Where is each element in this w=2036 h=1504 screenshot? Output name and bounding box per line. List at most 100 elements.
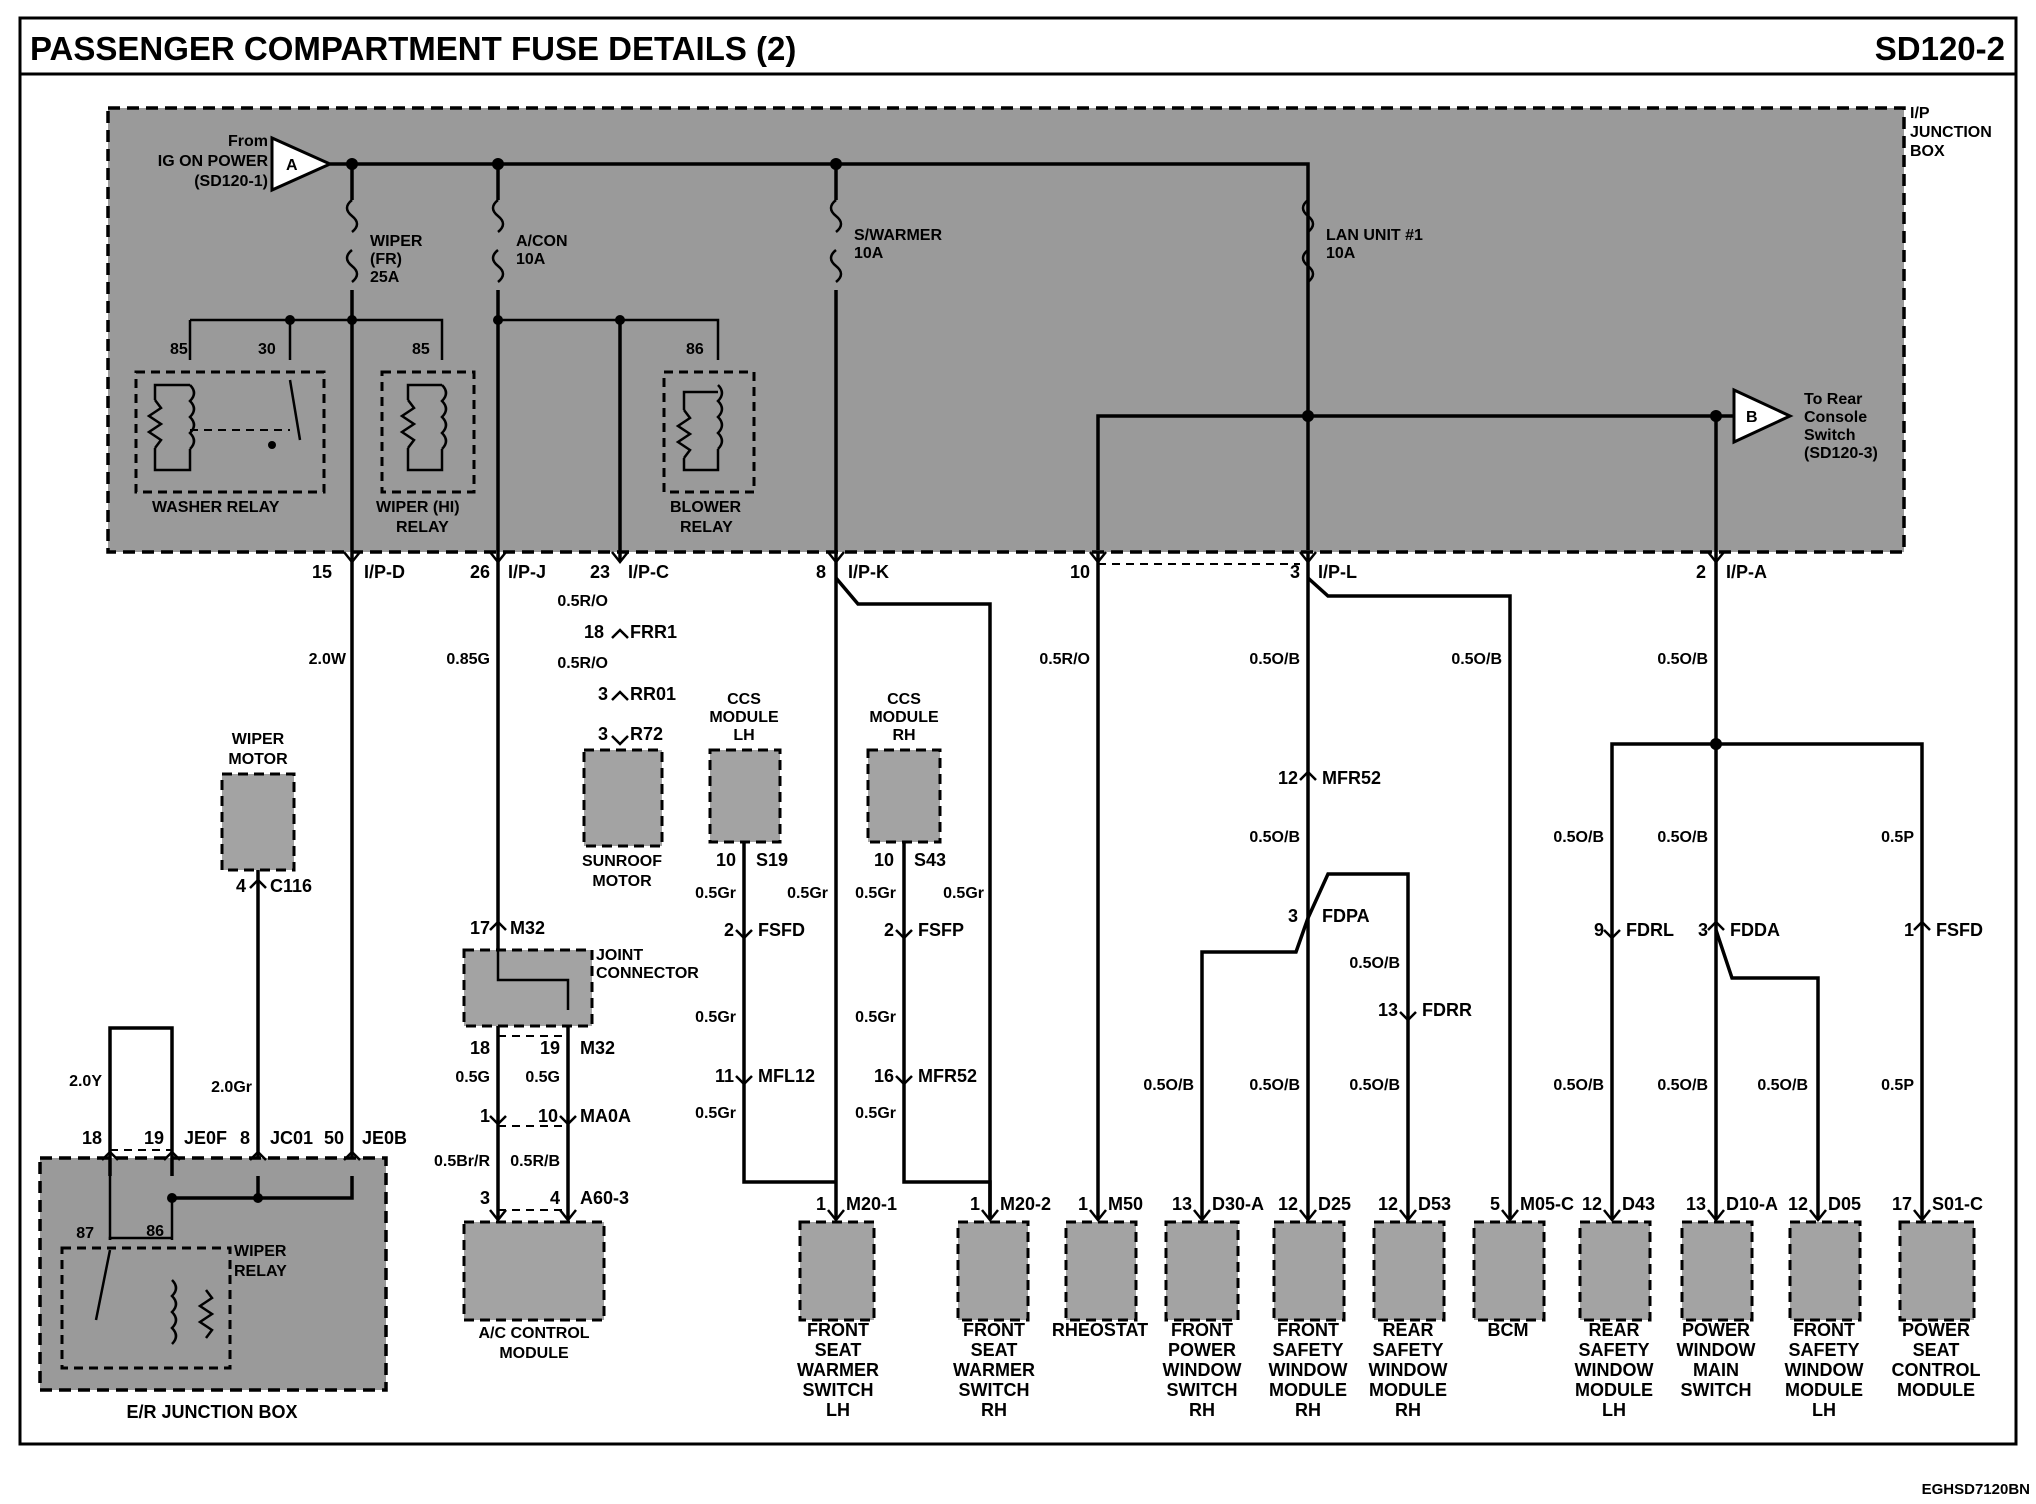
svg-text:4: 4 <box>236 876 246 896</box>
svg-text:0.5R/O: 0.5R/O <box>1039 651 1090 668</box>
label-pscm: POWER SEAT CONTROL MODULE <box>1892 1320 1981 1400</box>
svg-text:2: 2 <box>884 920 894 940</box>
fuse-swarmer-1: S/WARMER <box>854 227 942 244</box>
svg-text:D43: D43 <box>1622 1194 1655 1214</box>
blower-relay-label-2: RELAY <box>680 519 733 536</box>
svg-text:WIPER: WIPER <box>232 731 285 748</box>
svg-text:17: 17 <box>1892 1194 1912 1214</box>
ip-box-label-1: I/P <box>1910 105 1930 122</box>
svg-text:CCS: CCS <box>727 691 761 708</box>
svg-text:19: 19 <box>540 1038 560 1058</box>
svg-text:FSFD: FSFD <box>758 920 805 940</box>
svg-text:D25: D25 <box>1318 1194 1351 1214</box>
ac-control-module-box <box>462 1220 606 1322</box>
wiper-hi-relay-label-2: RELAY <box>396 519 449 536</box>
svg-text:18: 18 <box>470 1038 490 1058</box>
ccs-module-rh-box <box>866 748 942 844</box>
fuse-acon-2: 10A <box>516 251 546 268</box>
svg-text:0.5O/B: 0.5O/B <box>1757 1077 1808 1094</box>
svg-text:2.0W: 2.0W <box>309 651 347 668</box>
svg-text:12: 12 <box>1278 1194 1298 1214</box>
svg-text:RH: RH <box>892 727 915 744</box>
svg-text:13: 13 <box>1686 1194 1706 1214</box>
fuse-lan-1: LAN UNIT #1 <box>1326 227 1423 244</box>
sunroof-motor-box <box>582 748 664 848</box>
svg-text:MODULE: MODULE <box>1785 1380 1863 1400</box>
svg-text:12: 12 <box>1582 1194 1602 1214</box>
svg-text:I/P-A: I/P-A <box>1726 562 1767 582</box>
svg-text:LH: LH <box>1812 1400 1836 1420</box>
svg-text:17: 17 <box>470 918 490 938</box>
svg-text:0.5Gr: 0.5Gr <box>943 885 984 902</box>
svg-text:M05-C: M05-C <box>1520 1194 1574 1214</box>
svg-text:13: 13 <box>1378 1000 1398 1020</box>
svg-text:WIPER: WIPER <box>234 1243 287 1260</box>
er-junction-box-label: E/R JUNCTION BOX <box>126 1402 297 1422</box>
ip-box-label-2: JUNCTION <box>1910 124 1992 141</box>
rear-safety-window-module-rh-box <box>1372 1220 1446 1322</box>
label-rswm-lh: REAR SAFETY WINDOW MODULE LH <box>1575 1320 1654 1420</box>
front-safety-window-module-lh-box <box>1788 1220 1862 1322</box>
rear-safety-window-module-lh-box <box>1578 1220 1652 1322</box>
svg-text:MOTOR: MOTOR <box>228 751 288 768</box>
svg-text:SAFETY: SAFETY <box>1272 1340 1343 1360</box>
svg-text:12: 12 <box>1378 1194 1398 1214</box>
svg-text:0.5O/B: 0.5O/B <box>1553 1077 1604 1094</box>
svg-text:4: 4 <box>550 1188 560 1208</box>
svg-text:M20-2: M20-2 <box>1000 1194 1051 1214</box>
svg-text:RH: RH <box>1189 1400 1215 1420</box>
svg-text:0.5Gr: 0.5Gr <box>695 1009 736 1026</box>
svg-text:CONTROL: CONTROL <box>1892 1360 1981 1380</box>
svg-text:3: 3 <box>598 684 608 704</box>
svg-text:85: 85 <box>412 341 430 358</box>
svg-text:FRONT: FRONT <box>807 1320 869 1340</box>
svg-text:POWER: POWER <box>1682 1320 1750 1340</box>
svg-text:I/P-L: I/P-L <box>1318 562 1357 582</box>
label-pwms: POWER WINDOW MAIN SWITCH <box>1677 1320 1756 1400</box>
svg-text:M32: M32 <box>510 918 545 938</box>
svg-text:FRONT: FRONT <box>1793 1320 1855 1340</box>
svg-text:WINDOW: WINDOW <box>1163 1360 1242 1380</box>
svg-text:LH: LH <box>733 727 754 744</box>
svg-text:0.5G: 0.5G <box>455 1069 490 1086</box>
label-fpws-rh: FRONT POWER WINDOW SWITCH RH <box>1163 1320 1242 1420</box>
svg-text:FSFP: FSFP <box>918 920 964 940</box>
svg-text:10: 10 <box>1070 562 1090 582</box>
svg-text:SWITCH: SWITCH <box>1681 1380 1752 1400</box>
connector-marks <box>101 551 1931 1223</box>
svg-text:MODULE: MODULE <box>1897 1380 1975 1400</box>
front-safety-window-module-rh-box <box>1272 1220 1346 1322</box>
blower-relay-label-1: BLOWER <box>670 499 742 516</box>
svg-text:SEAT: SEAT <box>815 1340 862 1360</box>
connector-b: B <box>1746 409 1758 426</box>
svg-text:I/P-C: I/P-C <box>628 562 669 582</box>
svg-text:9: 9 <box>1594 920 1604 940</box>
svg-text:0.5Gr: 0.5Gr <box>695 1105 736 1122</box>
svg-text:C116: C116 <box>270 876 312 896</box>
fuse-wiper-1: WIPER <box>370 233 423 250</box>
svg-text:0.5Gr: 0.5Gr <box>787 885 828 902</box>
svg-text:86: 86 <box>146 1223 164 1240</box>
svg-text:3: 3 <box>480 1188 490 1208</box>
er-wiper-relay-box <box>60 1246 232 1370</box>
svg-text:2: 2 <box>1696 562 1706 582</box>
svg-text:A60-3: A60-3 <box>580 1188 629 1208</box>
svg-text:2: 2 <box>724 920 734 940</box>
svg-text:MAIN: MAIN <box>1693 1360 1739 1380</box>
page-code: SD120-2 <box>1875 30 2005 67</box>
svg-text:WINDOW: WINDOW <box>1575 1360 1654 1380</box>
label-fsw-rh: FRONT SEAT WARMER SWITCH RH <box>953 1320 1035 1420</box>
svg-text:POWER: POWER <box>1168 1340 1236 1360</box>
svg-text:MODULE: MODULE <box>499 1345 569 1362</box>
svg-text:0.5O/B: 0.5O/B <box>1657 1077 1708 1094</box>
svg-text:JE0B: JE0B <box>362 1128 407 1148</box>
svg-text:I/P-K: I/P-K <box>848 562 889 582</box>
wiper-hi-relay-box <box>380 370 476 494</box>
power-seat-control-module-box <box>1898 1220 1976 1322</box>
svg-text:SUNROOF: SUNROOF <box>582 853 662 870</box>
svg-text:8: 8 <box>240 1128 250 1148</box>
svg-text:0.5Gr: 0.5Gr <box>855 885 896 902</box>
fuse-lan-2: 10A <box>1326 245 1356 262</box>
svg-text:FDRL: FDRL <box>1626 920 1674 940</box>
svg-text:SEAT: SEAT <box>1913 1340 1960 1360</box>
